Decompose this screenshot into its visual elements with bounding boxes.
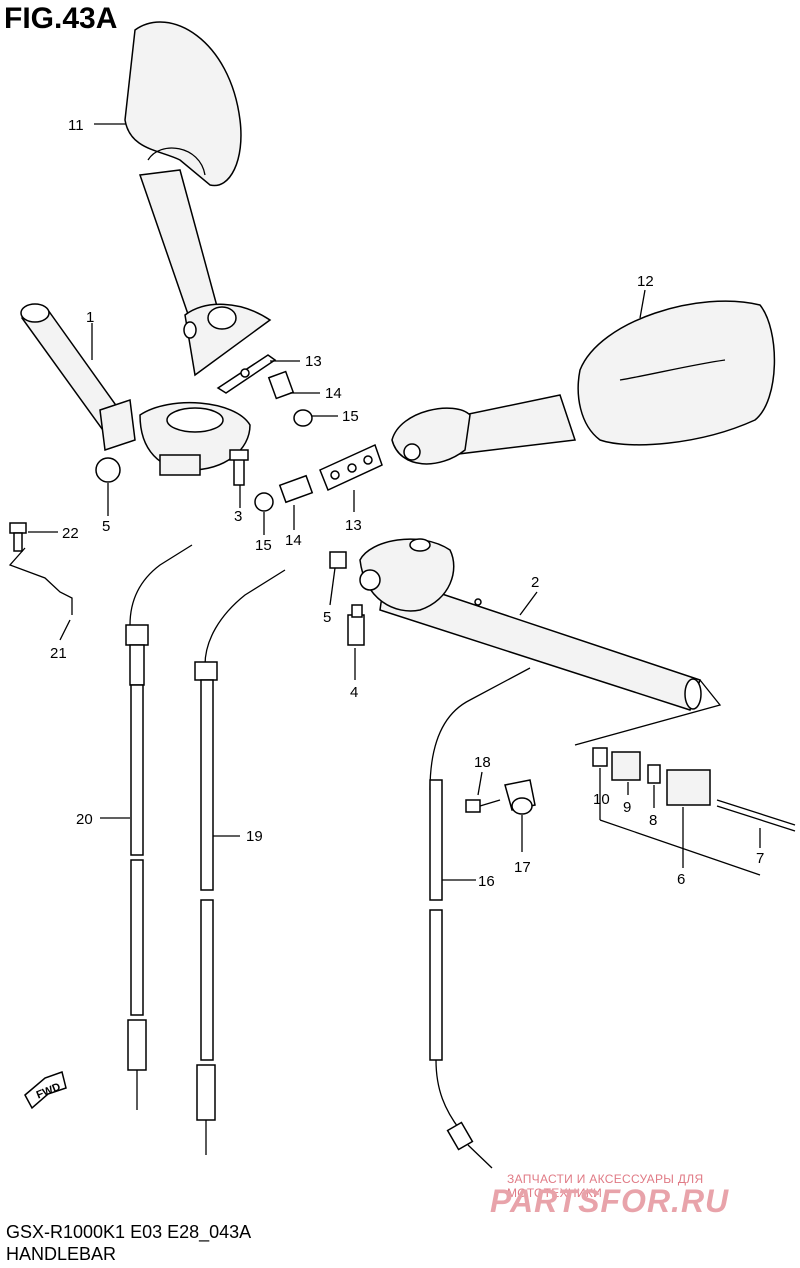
figure-title: FIG.43A <box>4 2 118 35</box>
leader-lines <box>28 123 761 881</box>
part-3-bolt <box>229 449 249 486</box>
section-name: HANDLEBAR <box>6 1244 117 1264</box>
callout-7: 7 <box>756 850 764 867</box>
part-2-right-handlebar <box>359 538 702 711</box>
callout-21: 21 <box>50 645 67 662</box>
callout-1: 1 <box>86 309 94 326</box>
part-14-upper-screw <box>267 370 295 400</box>
callout-16: 16 <box>478 873 495 890</box>
part-20-cable <box>125 544 193 1110</box>
callout-8: 8 <box>649 812 657 829</box>
callout-22: 22 <box>62 525 79 542</box>
part-5-upper-cap <box>95 457 121 483</box>
callout-2: 2 <box>531 574 539 591</box>
callout-15-lower: 15 <box>255 537 272 554</box>
part-15-lower-nut <box>254 492 274 512</box>
part-22-bolt <box>9 522 27 552</box>
callout-labels: 11 12 1 13 14 15 3 15 14 13 5 2 5 4 22 2… <box>50 117 764 890</box>
callout-17: 17 <box>514 859 531 876</box>
part-11-left-mirror <box>124 21 272 377</box>
part-5-lower-cap <box>329 551 347 569</box>
callout-13-upper: 13 <box>305 353 322 370</box>
part-12-right-mirror <box>391 300 776 465</box>
bar-end-set <box>592 747 796 832</box>
model-code: GSX-R1000K1 E03 E28_043A <box>6 1222 252 1242</box>
part-1-left-handlebar <box>20 303 251 476</box>
break-line <box>574 679 722 746</box>
fwd-arrow: FWD <box>24 1071 67 1110</box>
part-13-lower-plate <box>319 443 383 492</box>
part-4-bolt <box>347 604 365 646</box>
callout-3: 3 <box>234 508 242 525</box>
callout-10: 10 <box>593 791 610 808</box>
callout-20: 20 <box>76 811 93 828</box>
part-17-clamp <box>504 779 536 815</box>
callout-14-lower: 14 <box>285 532 302 549</box>
watermark-tagline: ЗАПЧАСТИ И АКСЕССУАРЫ ДЛЯ МОТОТЕХНИКИ <box>507 1172 704 1200</box>
part-13-upper-plate <box>216 354 277 394</box>
part-21-bracket <box>8 547 73 615</box>
callout-14-upper: 14 <box>325 385 342 402</box>
callout-12: 12 <box>637 273 654 290</box>
part-18-bolt <box>465 799 501 813</box>
callout-15-upper: 15 <box>342 408 359 425</box>
callout-19: 19 <box>246 828 263 845</box>
watermark-logo: PARTSFOR.RU <box>490 1183 730 1219</box>
part-16-cable <box>429 667 531 1169</box>
callout-13-lower: 13 <box>345 517 362 534</box>
callout-6: 6 <box>677 871 685 888</box>
callout-4: 4 <box>350 684 358 701</box>
part-15-upper-nut <box>293 409 313 427</box>
callout-5-lower: 5 <box>323 609 331 626</box>
callout-5-upper: 5 <box>102 518 110 535</box>
part-14-lower-screw <box>278 474 314 504</box>
callout-9: 9 <box>623 799 631 816</box>
part-19-cable <box>194 569 286 1155</box>
callout-11: 11 <box>68 117 84 134</box>
callout-18: 18 <box>474 754 491 771</box>
